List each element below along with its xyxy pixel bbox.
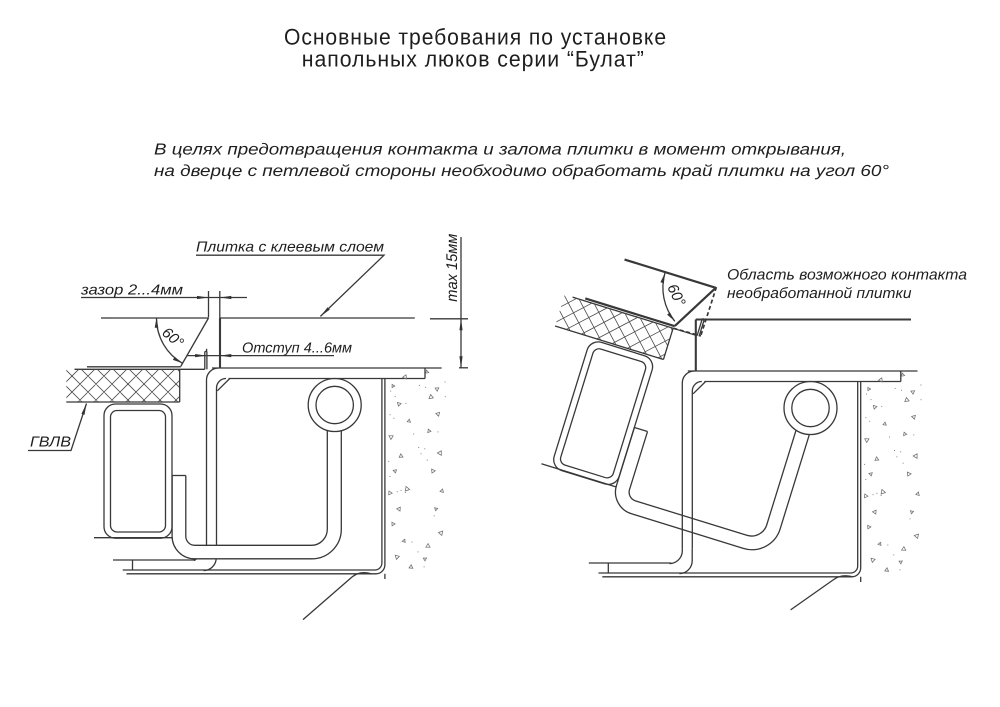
svg-text:Плитка с клеевым слоем: Плитка с клеевым слоем: [196, 240, 384, 256]
svg-text:напольных люков серии “Булат”: напольных люков серии “Булат”: [302, 47, 645, 72]
svg-text:Отступ 4...6мм: Отступ 4...6мм: [242, 341, 352, 357]
svg-text:ГВЛВ: ГВЛВ: [30, 435, 71, 451]
svg-text:необработанной плитки: необработанной плитки: [727, 285, 912, 302]
svg-text:max 15мм: max 15мм: [444, 233, 461, 301]
svg-text:Область возможного контакта: Область возможного контакта: [727, 267, 967, 284]
svg-text:зазор 2...4мм: зазор 2...4мм: [80, 283, 183, 299]
svg-text:Основные требования по установ: Основные требования по установке: [284, 25, 667, 50]
svg-text:В целях предотвращения контакт: В целях предотвращения контакта и залома…: [154, 142, 846, 159]
svg-text:на дверце с петлевой стороны н: на дверце с петлевой стороны необходимо …: [154, 163, 890, 180]
